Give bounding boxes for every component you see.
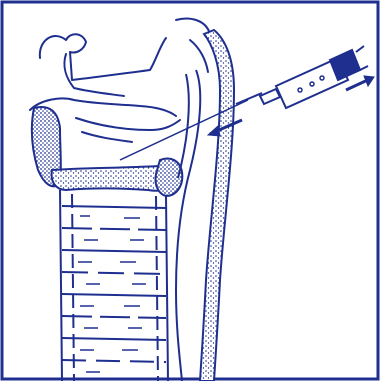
ventricle-line: [82, 132, 132, 142]
figure-border: [2, 2, 378, 379]
tracheal-ring: [62, 272, 166, 274]
trachea-right-wall: [166, 196, 168, 381]
tracheal-ring: [62, 294, 166, 296]
trachea: [60, 190, 168, 381]
tracheal-ring: [62, 228, 166, 230]
tracheal-ring: [62, 250, 166, 252]
posterior-pharyngeal-wall: [200, 30, 234, 381]
trachea-inner-right: [156, 196, 158, 381]
hyoid-bone-outline: [40, 34, 166, 80]
insertion-arrow-head: [208, 126, 220, 136]
plunger-direction-arrow-icon: [346, 76, 374, 90]
syringe-barrel: [260, 89, 280, 104]
tracheal-ring: [62, 206, 166, 208]
plunger-arrow-head: [364, 76, 374, 86]
tracheal-ring: [62, 338, 166, 340]
trachea-left-wall: [60, 190, 62, 381]
esophagus-tube-inner: [178, 74, 189, 178]
syringe-icon: [260, 46, 368, 108]
vestibular-fold: [76, 118, 180, 130]
needle-shaft: [236, 93, 262, 104]
trachea-inner-left: [72, 194, 74, 381]
tracheal-rings: [62, 206, 166, 362]
tracheal-ring: [62, 360, 166, 362]
tracheal-ring: [62, 316, 166, 318]
pharynx-line: [190, 40, 208, 72]
